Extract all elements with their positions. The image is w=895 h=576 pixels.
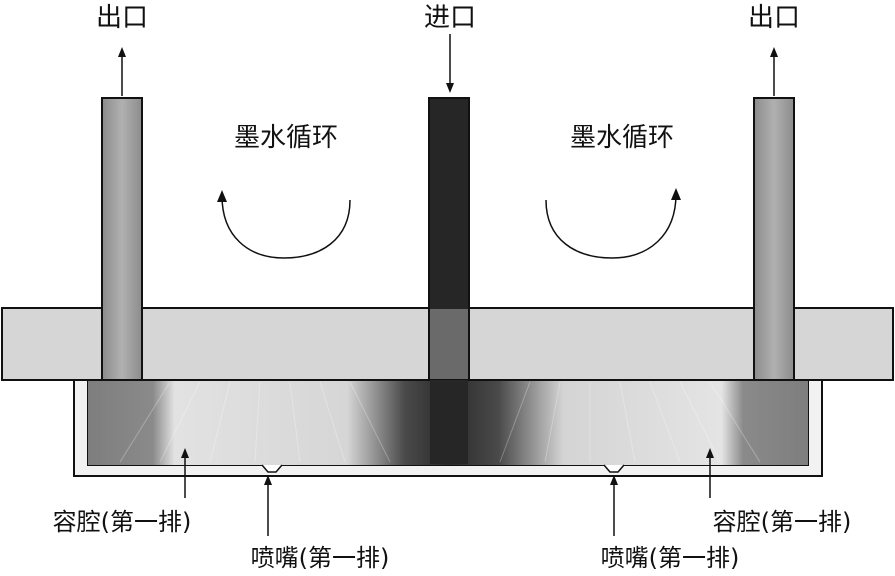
circulation-right-label: 墨水循环 bbox=[570, 123, 674, 153]
outlet-right-label: 出口 bbox=[748, 3, 800, 33]
nozzle-left bbox=[261, 464, 283, 473]
outlet-tube-right bbox=[753, 97, 795, 381]
chamber-left-label: 容腔(第一排) bbox=[53, 508, 192, 536]
nozzle-right bbox=[603, 464, 625, 473]
chamber-right-label: 容腔(第一排) bbox=[713, 508, 852, 536]
circulation-arrow-right bbox=[545, 188, 681, 259]
nozzle-left-label: 喷嘴(第一排) bbox=[251, 544, 390, 572]
nozzle-right-label: 喷嘴(第一排) bbox=[601, 544, 740, 572]
inlet-tube-through-plate bbox=[430, 309, 468, 379]
outlet-tube-left bbox=[101, 97, 143, 381]
circulation-left-label: 墨水循环 bbox=[234, 123, 338, 153]
outlet-left-label: 出口 bbox=[96, 3, 148, 33]
circulation-arrow-left bbox=[217, 190, 351, 259]
inlet-tube-lower bbox=[430, 380, 468, 464]
inlet-label: 进口 bbox=[424, 3, 476, 33]
